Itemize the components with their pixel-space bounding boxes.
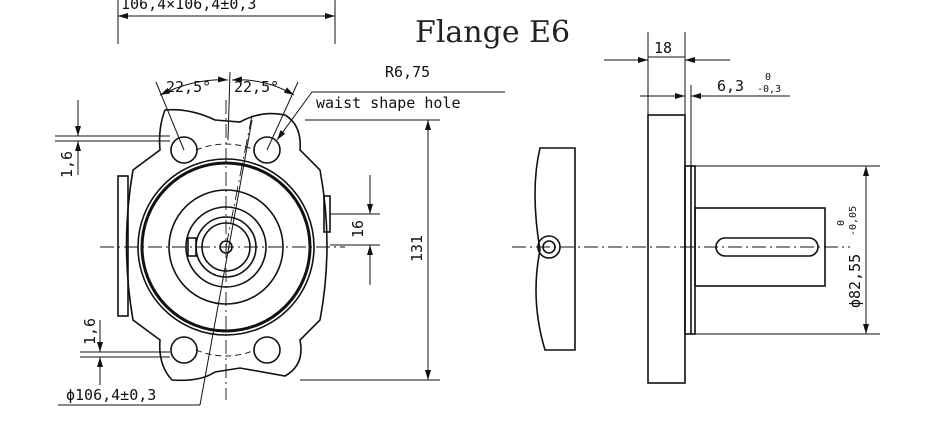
pilot [684,165,696,335]
height-label: 131 [408,235,426,262]
bolt-circle-leader [199,119,253,406]
step-tol-lower: -0,3 [757,84,781,95]
centerline-angled [225,114,253,248]
bolt-hole-bottom-left [170,336,198,364]
angle-arc-left [159,76,229,96]
front-view: 106,4×106,4±0,3 22,5° [55,0,505,406]
motor-body [534,147,576,351]
bolt-circle-label: ϕ106,4±0,3 [66,386,156,404]
offset-top-label: 1,6 [58,151,76,178]
step-value-label: 6,3 [717,77,744,95]
waist-slot-bottom [195,349,256,357]
pilot-tol-upper: 0 [836,220,847,226]
pilot-tol-lower: -0,05 [848,206,859,236]
angle-arc-right [231,76,295,96]
offset-bottom-label: 1,6 [81,318,99,345]
bolt-hole-top-right [253,136,281,164]
flange-thickness-label: 18 [654,39,672,57]
radius-label: R6,75 [385,63,430,81]
angle-ext-center [227,71,231,141]
key-width-label: 16 [349,220,367,238]
angle-right-label: 22,5° [234,78,279,96]
top-dimension-label: 106,4×106,4±0,3 [121,0,256,13]
drawing-title: Flange E6 [415,15,570,50]
left-plate [117,175,129,317]
side-view: 18 6,3 0 -0,3 ϕ82,55 0 -0,05 [512,32,880,384]
flange-outline [125,108,328,382]
pilot-diameter-label: ϕ82,55 [846,254,864,308]
step-tol-upper: 0 [765,72,771,83]
flange-plate [647,114,686,384]
waist-note-label: waist shape hole [316,94,461,112]
angle-left-label: 22,5° [166,78,211,96]
radius-leader-arrow [276,91,313,141]
bolt-hole-bottom-right [253,336,281,364]
